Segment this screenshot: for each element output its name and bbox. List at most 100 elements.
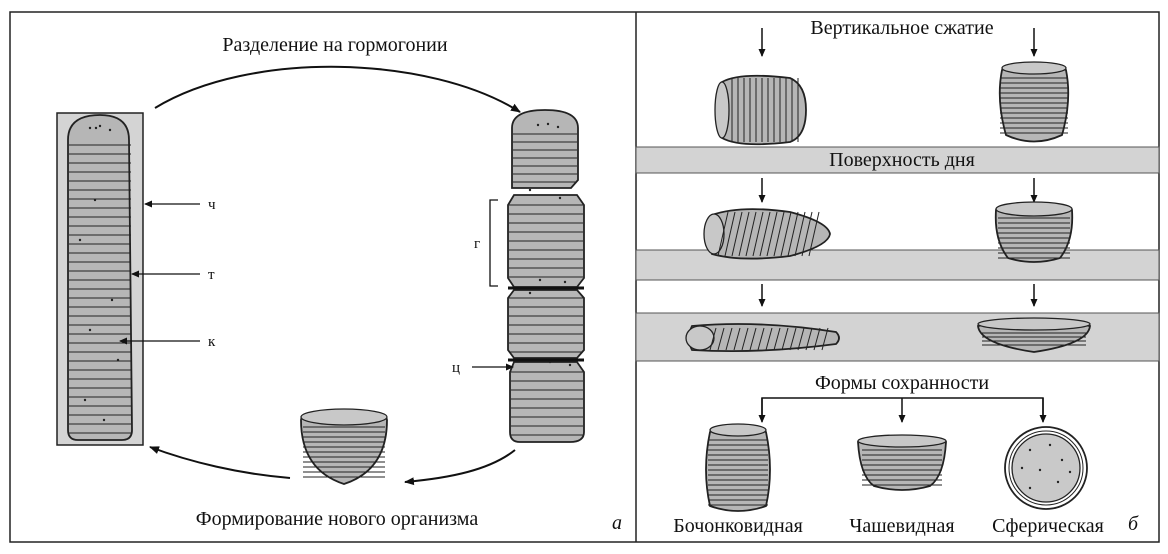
form-sphere-inner xyxy=(1011,433,1081,503)
hatch-line xyxy=(717,211,729,257)
flattened-cup-top xyxy=(977,317,1091,331)
form-cup xyxy=(857,434,947,491)
arrow-to-hormogonia xyxy=(154,65,521,113)
new-organism-top xyxy=(300,408,388,426)
granule-dot xyxy=(94,126,98,130)
hatch-line xyxy=(797,327,805,351)
hatch-line xyxy=(813,327,821,351)
granule-dot xyxy=(536,123,540,127)
form-sphere-ring xyxy=(1008,430,1084,506)
granule-dot xyxy=(78,238,82,242)
hatch-line xyxy=(773,327,781,351)
hatch-line xyxy=(749,327,757,351)
granule-dot xyxy=(528,291,532,295)
hatch-line xyxy=(709,327,717,351)
label-vertical-compression: Вертикальное сжатие xyxy=(810,17,993,39)
arrow-to-new-organism xyxy=(404,449,516,486)
barrel-horizontal-1-body xyxy=(721,74,807,146)
barrel-horizontal-1 xyxy=(714,74,807,146)
arrow-to-filament xyxy=(149,446,291,479)
hatch-line xyxy=(731,211,743,257)
granule-dot xyxy=(116,358,120,362)
hatch-line xyxy=(789,327,797,351)
panel-a: Разделение на гормогонии Формирование но… xyxy=(56,34,622,534)
hatch-line xyxy=(724,211,736,257)
hormogonia-chain xyxy=(507,109,585,443)
hatch-line xyxy=(733,327,741,351)
granule-dot xyxy=(1028,486,1032,490)
hatch-line xyxy=(773,211,785,257)
granule-dot xyxy=(110,298,114,302)
barrel-upright-2 xyxy=(994,201,1074,263)
label-division-hormogonia: Разделение на гормогонии xyxy=(222,34,447,56)
granule-dot xyxy=(558,196,562,200)
hatch-line xyxy=(725,327,733,351)
barrel-horizontal-2 xyxy=(703,208,831,260)
hatch-line xyxy=(821,327,829,351)
panel-letter-a: а xyxy=(612,512,622,534)
hatch-line xyxy=(780,211,792,257)
granule-dot xyxy=(88,126,92,130)
granule-dot xyxy=(1056,480,1060,484)
hatch-line xyxy=(757,327,765,351)
hatch-line xyxy=(717,327,725,351)
new-organism-colony xyxy=(300,408,388,485)
granule-dot xyxy=(1068,470,1072,474)
barrel-upright-2-top xyxy=(995,201,1073,217)
band-surface xyxy=(635,146,1160,174)
label-form-sphere: Сферическая xyxy=(992,515,1104,537)
granule-dot xyxy=(563,280,567,284)
granule-dot xyxy=(1038,468,1042,472)
form-sphere xyxy=(1004,426,1088,510)
flattened-horizontal-end xyxy=(685,325,715,351)
granule-dot xyxy=(546,122,550,126)
hatch-line xyxy=(805,327,813,351)
filament-trichome xyxy=(67,114,133,441)
hatch-line xyxy=(787,211,799,257)
hatch-line xyxy=(794,211,806,257)
form-barrel xyxy=(705,423,771,512)
label-t: т xyxy=(208,267,215,283)
label-ts: ц xyxy=(452,360,460,376)
filament xyxy=(56,112,144,446)
barrel-horizontal-1-end xyxy=(714,81,730,139)
granule-dot xyxy=(93,198,97,202)
granule-dot xyxy=(568,363,572,367)
panel-b: Вертикальное сжатие Поверхность дня xyxy=(635,17,1160,537)
bracket-g xyxy=(489,199,498,287)
hatch-line xyxy=(741,327,749,351)
label-surface: Поверхность дня xyxy=(829,149,975,171)
hormogonium-3 xyxy=(507,289,585,359)
granule-dot xyxy=(556,125,560,129)
granule-dot xyxy=(1060,458,1064,462)
hatch-line xyxy=(759,211,771,257)
granule-dot xyxy=(538,278,542,282)
label-form-cup: Чашевидная xyxy=(849,515,954,537)
granule-dot xyxy=(83,398,87,402)
hatch-line xyxy=(765,327,773,351)
hatch-line xyxy=(781,327,789,351)
label-ch: ч xyxy=(208,197,216,213)
flattened-horizontal xyxy=(685,323,840,353)
barrel-horizontal-2-end xyxy=(703,213,725,255)
hatch-line xyxy=(801,211,813,257)
granule-dot xyxy=(108,128,112,132)
flattened-cup xyxy=(977,317,1091,353)
granule-dot xyxy=(1048,443,1052,447)
label-g: г xyxy=(474,236,480,252)
panel-letter-b: б xyxy=(1128,513,1139,535)
granule-dot xyxy=(528,188,532,192)
hatch-line xyxy=(745,211,757,257)
form-barrel-top xyxy=(709,423,767,437)
hormogonium-top xyxy=(511,109,579,189)
granule-dot xyxy=(88,328,92,332)
hatch-line xyxy=(738,211,750,257)
granule-dot xyxy=(1020,466,1024,470)
label-form-barrel: Бочонковидная xyxy=(673,515,803,537)
hatch-line xyxy=(808,211,820,257)
granule-dot xyxy=(102,418,106,422)
granule-dot xyxy=(98,124,102,128)
form-cup-top xyxy=(857,434,947,448)
hatch-line xyxy=(752,211,764,257)
